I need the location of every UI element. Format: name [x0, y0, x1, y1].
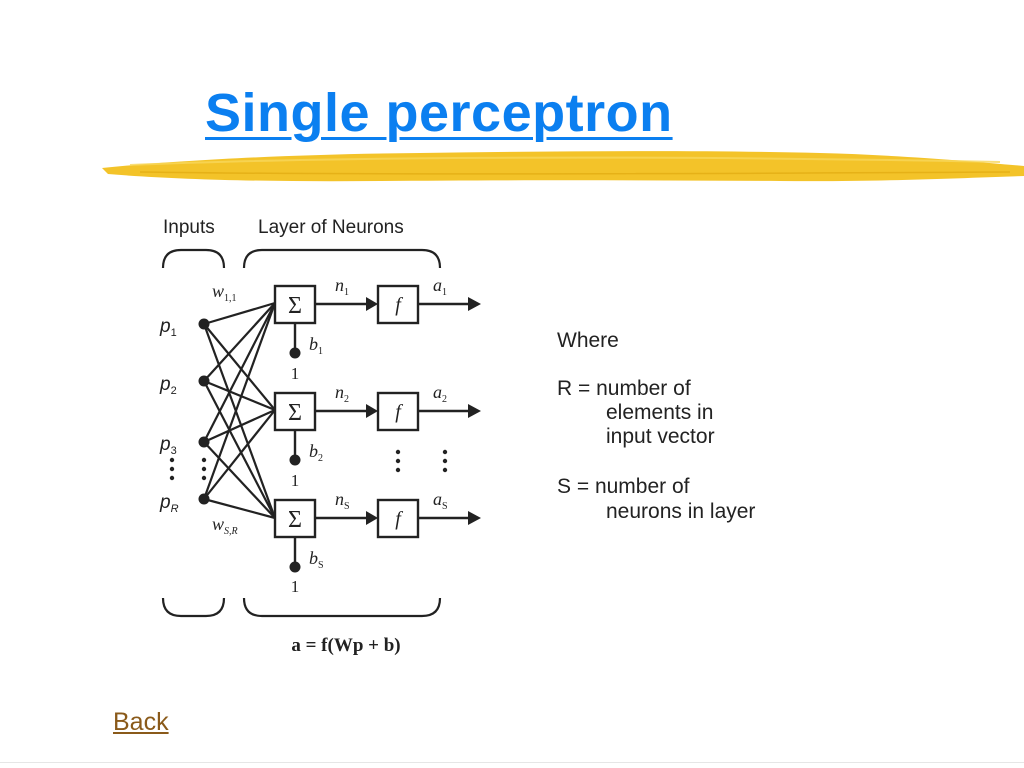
- n-label-1: n1: [335, 275, 349, 298]
- bias-one-2: 1: [291, 471, 300, 490]
- inputs-label: Inputs: [163, 217, 215, 238]
- input-ellipsis: [169, 457, 207, 481]
- inputs-bottom-bracket: [161, 597, 226, 618]
- legend: Where R = number of elements in input ve…: [557, 329, 755, 523]
- transfer-function-1: [376, 284, 420, 325]
- output-arrow-s: [468, 511, 481, 525]
- a-label-2: a2: [433, 382, 447, 405]
- legend-s-line2: neurons in layer: [606, 500, 755, 523]
- transfer-function-s: [376, 498, 420, 539]
- legend-r-line3: input vector: [606, 425, 715, 448]
- sum-symbol-s: Σ: [288, 507, 302, 533]
- summing-junction-1: [273, 284, 317, 325]
- weight-label-top: w1,1: [212, 281, 237, 304]
- back-link[interactable]: Back: [113, 708, 169, 736]
- slide-title: Single perceptron: [205, 83, 673, 143]
- output-arrow-1: [468, 297, 481, 311]
- f-symbol-s: f: [395, 508, 403, 530]
- f-symbol-1: f: [395, 294, 403, 316]
- bottom-divider: [0, 762, 1024, 763]
- a-label-s: aS: [433, 489, 448, 512]
- b-label-2: b2: [309, 441, 323, 464]
- highlighter-stroke: [102, 151, 1024, 182]
- neuron-ellipsis: [395, 449, 448, 473]
- input-label-p1: p1: [159, 316, 177, 339]
- layer-bottom-bracket: [242, 597, 442, 618]
- legend-r-line2: elements in: [606, 401, 713, 424]
- n-label-s: nS: [335, 489, 350, 512]
- input-label-p3: p3: [159, 434, 177, 457]
- neuron-1: Σ f n1 a1 b1 1: [273, 275, 481, 383]
- input-label-p2: p2: [159, 374, 177, 397]
- bias-one-s: 1: [291, 577, 300, 596]
- f-symbol-2: f: [395, 401, 403, 423]
- weight-connections: [202, 301, 277, 520]
- neuron-s: Σ f nS aS bS 1: [273, 489, 481, 596]
- sum-symbol-1: Σ: [288, 293, 302, 319]
- neuron-2: Σ f n2 a2 b2 1: [273, 382, 481, 490]
- a-label-1: a1: [433, 275, 447, 298]
- layer-equation: a = f(Wp + b): [291, 635, 400, 656]
- legend-r-line1: R = number of: [557, 377, 691, 400]
- input-label-pr: pR: [159, 492, 179, 515]
- legend-s-line1: S = number of: [557, 475, 690, 498]
- layer-top-bracket: [242, 248, 442, 269]
- sum-symbol-2: Σ: [288, 400, 302, 426]
- b-label-1: b1: [309, 334, 323, 357]
- input-nodes: [198, 318, 210, 505]
- inputs-top-bracket: [161, 248, 226, 269]
- n-label-2: n2: [335, 382, 349, 405]
- legend-where: Where: [557, 329, 619, 352]
- output-arrow-2: [468, 404, 481, 418]
- weight-label-bottom: wS,R: [212, 514, 238, 537]
- bias-one-1: 1: [291, 364, 300, 383]
- layer-label: Layer of Neurons: [258, 217, 404, 238]
- b-label-s: bS: [309, 548, 324, 571]
